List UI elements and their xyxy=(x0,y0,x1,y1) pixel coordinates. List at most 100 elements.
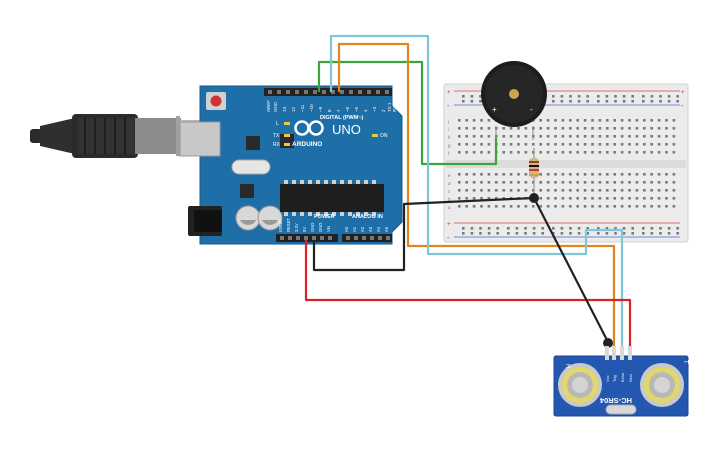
breadboard-hole[interactable] xyxy=(496,232,499,235)
breadboard-hole[interactable] xyxy=(643,173,646,176)
breadboard-hole[interactable] xyxy=(642,95,645,98)
wire-green[interactable] xyxy=(317,60,498,166)
breadboard-hole[interactable] xyxy=(487,232,491,235)
breadboard-hole[interactable] xyxy=(524,135,528,138)
breadboard-hole[interactable] xyxy=(458,197,461,200)
breadboard-hole[interactable] xyxy=(502,127,505,130)
breadboard-hole[interactable] xyxy=(591,173,594,176)
breadboard-hole[interactable] xyxy=(613,197,616,200)
breadboard-holes[interactable] xyxy=(458,95,679,235)
breadboard-hole[interactable] xyxy=(591,119,594,122)
breadboard-hole[interactable] xyxy=(462,232,465,235)
breadboard-hole[interactable] xyxy=(613,143,616,146)
breadboard-hole[interactable] xyxy=(650,151,653,154)
breadboard-hole[interactable] xyxy=(554,189,557,192)
wire-cyan[interactable] xyxy=(329,34,624,360)
breadboard-hole[interactable] xyxy=(539,181,542,184)
breadboard-hole[interactable] xyxy=(598,135,602,138)
breadboard-hole[interactable] xyxy=(635,173,639,176)
resistor-icon[interactable] xyxy=(529,148,539,200)
breadboard-hole[interactable] xyxy=(591,205,594,208)
breadboard-hole[interactable] xyxy=(509,151,513,154)
breadboard-hole[interactable] xyxy=(487,205,491,208)
breadboard-hole[interactable] xyxy=(657,197,661,200)
breadboard-hole[interactable] xyxy=(524,189,528,192)
breadboard-hole[interactable] xyxy=(659,232,662,235)
breadboard-hole[interactable] xyxy=(546,143,550,146)
breadboard-hole[interactable] xyxy=(676,95,679,98)
breadboard-hole[interactable] xyxy=(539,189,542,192)
breadboard-hole[interactable] xyxy=(598,205,602,208)
breadboard-hole[interactable] xyxy=(606,151,609,154)
breadboard-hole[interactable] xyxy=(614,100,617,103)
breadboard-hole[interactable] xyxy=(517,181,520,184)
breadboard-hole[interactable] xyxy=(458,181,461,184)
breadboard-hole[interactable] xyxy=(465,197,468,200)
breadboard-hole[interactable] xyxy=(539,173,542,176)
breadboard-hole[interactable] xyxy=(515,232,519,235)
breadboard-hole[interactable] xyxy=(546,119,550,122)
breadboard-hole[interactable] xyxy=(665,143,668,146)
breadboard-hole[interactable] xyxy=(554,197,557,200)
breadboard-hole[interactable] xyxy=(554,151,557,154)
breadboard-hole[interactable] xyxy=(631,100,634,103)
breadboard-hole[interactable] xyxy=(532,227,536,230)
breadboard-hole[interactable] xyxy=(620,181,624,184)
breadboard-hole[interactable] xyxy=(569,189,572,192)
breadboard-hole[interactable] xyxy=(561,151,565,154)
breadboard-hole[interactable] xyxy=(539,143,542,146)
breadboard-hole[interactable] xyxy=(472,197,476,200)
breadboard-hole[interactable] xyxy=(597,100,600,103)
breadboard-hole[interactable] xyxy=(554,127,557,130)
breadboard-hole[interactable] xyxy=(620,151,624,154)
breadboard-hole[interactable] xyxy=(657,127,661,130)
breadboard-hole[interactable] xyxy=(622,100,626,103)
breadboard-hole[interactable] xyxy=(509,143,513,146)
breadboard-hole[interactable] xyxy=(577,227,581,230)
breadboard-hole[interactable] xyxy=(554,143,557,146)
breadboard-hole[interactable] xyxy=(605,232,609,235)
breadboard-hole[interactable] xyxy=(554,119,557,122)
breadboard-hole[interactable] xyxy=(591,127,594,130)
breadboard-hole[interactable] xyxy=(620,143,624,146)
breadboard-hole[interactable] xyxy=(554,205,557,208)
breadboard-hole[interactable] xyxy=(672,181,676,184)
breadboard-hole[interactable] xyxy=(650,197,653,200)
breadboard-hole[interactable] xyxy=(643,197,646,200)
breadboard-hole[interactable] xyxy=(524,127,528,130)
breadboard-hole[interactable] xyxy=(631,95,634,98)
breadboard-hole[interactable] xyxy=(554,181,557,184)
breadboard-hole[interactable] xyxy=(465,151,468,154)
breadboard-hole[interactable] xyxy=(583,205,587,208)
breadboard-hole[interactable] xyxy=(561,119,565,122)
breadboard-hole[interactable] xyxy=(650,232,654,235)
breadboard-hole[interactable] xyxy=(597,232,600,235)
breadboard-hole[interactable] xyxy=(635,181,639,184)
breadboard-hole[interactable] xyxy=(554,135,557,138)
breadboard-hole[interactable] xyxy=(569,135,572,138)
breadboard-hole[interactable] xyxy=(622,227,626,230)
arduino-uno-board[interactable]: AREF GND 13 12 ~11 ~10 ~9 8 7 ~6 ~5 4 ~3… xyxy=(179,85,403,245)
breadboard-hole[interactable] xyxy=(517,173,520,176)
breadboard-hole[interactable] xyxy=(569,181,572,184)
breadboard-hole[interactable] xyxy=(487,197,491,200)
breadboard-hole[interactable] xyxy=(667,95,671,98)
breadboard-hole[interactable] xyxy=(650,119,653,122)
breadboard-hole[interactable] xyxy=(552,95,555,98)
breadboard-hole[interactable] xyxy=(509,135,513,138)
breadboard-hole[interactable] xyxy=(613,127,616,130)
breadboard-hole[interactable] xyxy=(597,227,600,230)
breadboard-hole[interactable] xyxy=(480,127,483,130)
breadboard-hole[interactable] xyxy=(635,197,639,200)
breadboard-hole[interactable] xyxy=(606,181,609,184)
breadboard-hole[interactable] xyxy=(628,189,631,192)
breadboard-hole[interactable] xyxy=(472,119,476,122)
breadboard-hole[interactable] xyxy=(569,151,572,154)
breadboard-hole[interactable] xyxy=(628,143,631,146)
breadboard-hole[interactable] xyxy=(554,173,557,176)
breadboard-hole[interactable] xyxy=(541,232,544,235)
breadboard-hole[interactable] xyxy=(561,135,565,138)
breadboard-hole[interactable] xyxy=(462,95,465,98)
breadboard-hole[interactable] xyxy=(517,151,520,154)
breadboard-hole[interactable] xyxy=(532,181,535,184)
